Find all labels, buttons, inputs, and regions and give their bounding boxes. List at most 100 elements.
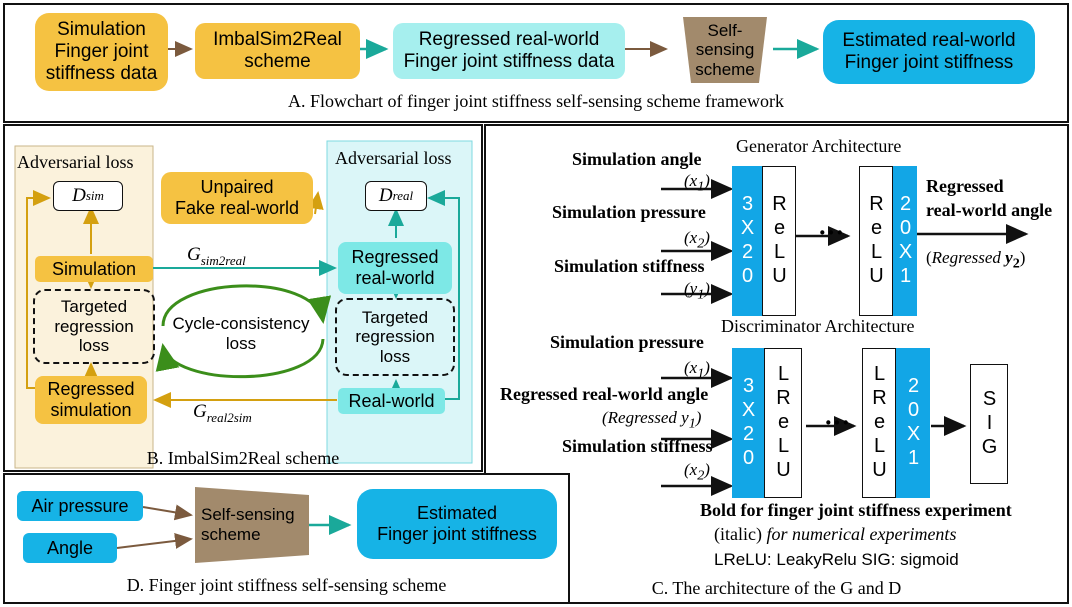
- x2-disc-base: (x: [684, 460, 698, 479]
- panel-d-self-sensing: Air pressure Angle Self-sensing scheme E…: [3, 473, 570, 604]
- box-self-sensing-a-label: Self-sensing scheme: [695, 20, 755, 79]
- g-real2sim-sub: real2sim: [206, 409, 252, 425]
- adversarial-loss-left: Adversarial loss: [17, 152, 134, 172]
- x2-gen-base: (x: [684, 228, 698, 247]
- box-regressed-data-label: Regressed real-world Finger joint stiffn…: [403, 29, 615, 72]
- sim-angle-label: Simulation angle: [572, 149, 702, 169]
- x1-gen-sub: 1: [697, 178, 705, 195]
- note-abbreviations: LReLU: LeakyRelu SIG: sigmoid: [714, 550, 959, 569]
- note-italic-text: for numerical experiments: [766, 524, 957, 544]
- panel-a-arrows: [168, 17, 820, 83]
- disc-lrelu-1: LReLU: [764, 348, 802, 498]
- real-world-label: Real-world: [348, 390, 435, 411]
- panel-a-flowchart: Simulation Finger joint stiffness data I…: [3, 3, 1069, 123]
- sim-stiffness-disc-label: Simulation stiffness: [562, 436, 713, 456]
- d-real-base: D: [378, 185, 393, 207]
- gen-relu-2: ReLU: [859, 166, 893, 316]
- box-imbalsim2real-label: ImbalSim2Real scheme: [213, 29, 342, 72]
- x1-gen-label: (x1): [684, 171, 710, 195]
- note-italic-prefix: (italic): [714, 524, 762, 544]
- g-sim2real-base: G: [187, 244, 201, 265]
- y1-gen-label: (y1): [684, 279, 710, 303]
- note-italic-line: (italic) for numerical experiments: [714, 524, 956, 545]
- simulation-label: Simulation: [51, 258, 137, 279]
- targeted-loss-left: Targeted regression loss: [33, 289, 155, 364]
- self-sensing-d-label: Self-sensing scheme: [201, 505, 295, 544]
- g-real2sim-base: G: [193, 401, 207, 422]
- angle-box: Angle: [23, 533, 117, 563]
- targeted-loss-right: Targeted regression loss: [335, 298, 455, 376]
- x1-disc-base: (x: [684, 358, 698, 377]
- discriminator-title: Discriminator Architecture: [721, 316, 915, 336]
- sim-stiffness-gen-label: Simulation stiffness: [554, 256, 705, 276]
- estimated-stiffness-label: Estimated Finger joint stiffness: [377, 503, 537, 544]
- y1-gen-sub: 1: [697, 286, 705, 303]
- disc-output-layer: 20X1: [896, 348, 930, 498]
- box-estimated-real-world-label: Estimated real-world Finger joint stiffn…: [842, 30, 1016, 73]
- panel-d-arrows: [116, 487, 352, 563]
- gen-input-layer: 3X20: [732, 166, 762, 316]
- g-sim2real-sub: sim2real: [200, 252, 246, 268]
- gen-dots: ···: [818, 218, 845, 247]
- x2-gen-label: (x2): [684, 228, 710, 252]
- caption-d: D. Finger joint stiffness self-sensing s…: [126, 575, 447, 595]
- gen-relu-1: ReLU: [762, 166, 796, 316]
- targeted-loss-right-label: Targeted regression loss: [355, 307, 435, 366]
- box-imbalsim2real: ImbalSim2Real scheme: [195, 23, 360, 79]
- d-real-sub: real: [392, 187, 414, 203]
- box-regressed-data: Regressed real-world Finger joint stiffn…: [393, 23, 625, 79]
- caption-a: A. Flowchart of finger joint stiffness s…: [287, 91, 785, 111]
- regressed-real-world-box: Regressed real-world: [338, 242, 452, 294]
- angle-label: Angle: [46, 537, 94, 558]
- regressed-y1-sub: 1: [688, 415, 696, 432]
- x1-gen-base: (x: [684, 171, 698, 190]
- caption-c: C. The architecture of the G and D: [651, 578, 902, 598]
- real-world-box: Real-world: [338, 388, 445, 414]
- panel-c-architecture: Generator Architecture Discriminator Arc…: [484, 124, 1069, 604]
- x2-gen-sub: 2: [697, 235, 705, 252]
- air-pressure-label: Air pressure: [31, 495, 129, 516]
- estimated-stiffness-box: Estimated Finger joint stiffness: [357, 489, 557, 559]
- caption-b: B. ImbalSim2Real scheme: [146, 448, 340, 468]
- note-bold: Bold for finger joint stiffness experime…: [700, 500, 1012, 520]
- sim-pressure-gen-label: Simulation pressure: [552, 202, 706, 222]
- x1-disc-sub: 1: [697, 365, 705, 382]
- regressed-y2-base: Regressed: [931, 248, 1006, 267]
- panel-c-arrows: [661, 179, 1029, 496]
- box-simulation-data: Simulation Finger joint stiffness data: [35, 13, 168, 91]
- y1-gen-base: (y: [684, 279, 698, 298]
- box-estimated-real-world: Estimated real-world Finger joint stiffn…: [823, 20, 1035, 84]
- self-sensing-d: Self-sensing scheme: [195, 495, 305, 555]
- disc-dots: ···: [824, 408, 851, 437]
- regressed-simulation-label: Regressed simulation: [47, 379, 135, 420]
- regressed-y2-sub: 2: [1012, 255, 1020, 272]
- x2-disc-label: (x2): [684, 460, 710, 484]
- x1-disc-label: (x1): [684, 358, 710, 382]
- regressed-real-world-label: Regressed real-world: [351, 247, 439, 288]
- simulation-box: Simulation: [35, 256, 153, 282]
- regressed-angle-disc-label: Regressed real-world angle: [500, 384, 709, 404]
- self-sensing-trapezoid-a: [683, 17, 767, 83]
- cycle-consistency-label: Cycle-consistency loss: [172, 314, 310, 353]
- disc-input-layer: 3X20: [732, 348, 764, 498]
- box-simulation-data-label: Simulation Finger joint stiffness data: [45, 19, 158, 84]
- self-sensing-trapezoid-d: [195, 487, 309, 563]
- targeted-loss-left-label: Targeted regression loss: [54, 297, 134, 356]
- unpaired-fake-box: Unpaired Fake real-world: [161, 172, 313, 224]
- d-sim-base: D: [72, 185, 86, 207]
- g-real2sim-label: Greal2sim: [193, 401, 252, 426]
- g-sim2real-label: Gsim2real: [187, 244, 246, 269]
- gen-output-layer: 20X1: [893, 166, 917, 316]
- air-pressure-box: Air pressure: [17, 491, 143, 521]
- box-self-sensing-a: Self-sensing scheme: [683, 19, 767, 81]
- regressed-simulation-box: Regressed simulation: [35, 376, 147, 424]
- regressed-angle-output: Regressed real-world angle: [926, 176, 1053, 221]
- sim-pressure-disc-label: Simulation pressure: [550, 332, 704, 352]
- unpaired-fake-label: Unpaired Fake real-world: [174, 177, 300, 218]
- d-sim-sub: sim: [85, 187, 104, 203]
- cycle-consistency-label-box: Cycle-consistency loss: [165, 312, 317, 356]
- disc-sigmoid: SIG: [970, 364, 1008, 484]
- generator-title: Generator Architecture: [736, 136, 902, 156]
